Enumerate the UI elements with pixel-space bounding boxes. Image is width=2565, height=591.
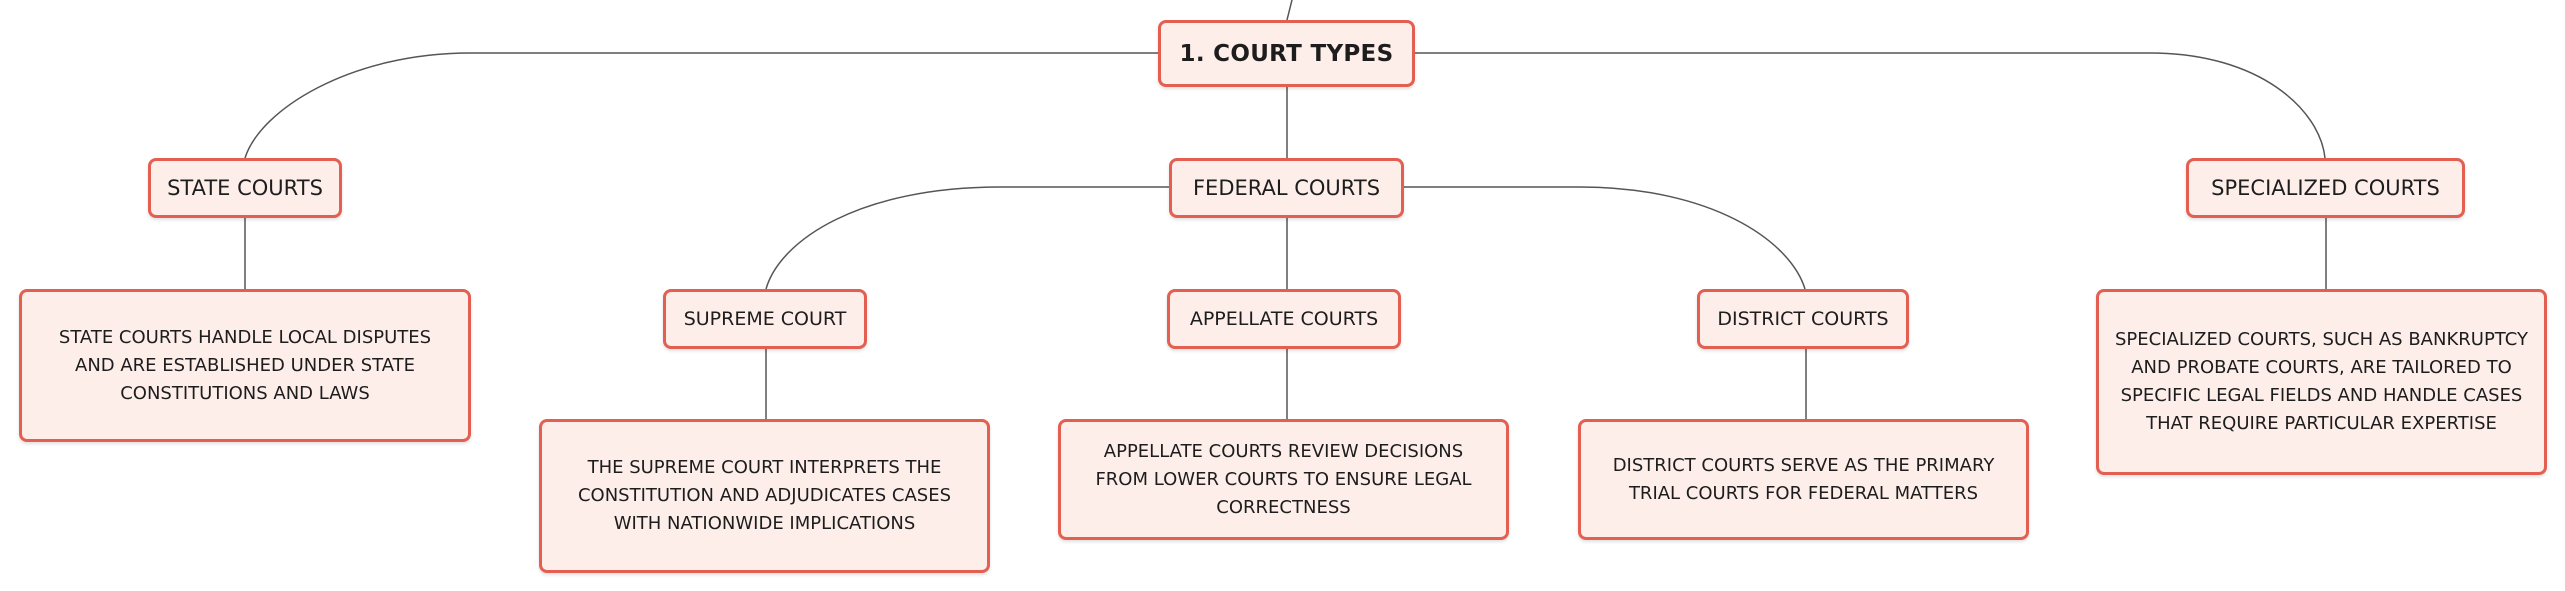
district-courts-description-node[interactable]: DISTRICT COURTS SERVE AS THE PRIMARY TRI… (1578, 419, 2029, 540)
connector-federal-to-supreme (765, 186, 1170, 290)
connector-federal-to-district (1403, 186, 1806, 290)
state-courts-description: STATE COURTS HANDLE LOCAL DISPUTES AND A… (58, 326, 432, 404)
appellate-courts-label: APPELLATE COURTS (1189, 308, 1379, 330)
root-node[interactable]: 1. COURT TYPES (1158, 20, 1415, 87)
appellate-courts-node[interactable]: APPELLATE COURTS (1167, 289, 1401, 349)
district-courts-label: DISTRICT COURTS (1717, 308, 1889, 330)
specialized-courts-description: SPECIALIZED COURTS, SUCH AS BANKRUPTCY A… (2115, 329, 2528, 434)
supreme-court-description: THE SUPREME COURT INTERPRETS THE CONSTIT… (577, 457, 952, 534)
connector-root-to-state (244, 52, 1160, 159)
federal-courts-label: FEDERAL COURTS (1192, 176, 1381, 200)
supreme-court-label: SUPREME COURT (683, 308, 847, 330)
connector-root-to-specialized (1414, 52, 2326, 159)
specialized-courts-label: SPECIALIZED COURTS (2211, 176, 2440, 200)
appellate-courts-description-node[interactable]: APPELLATE COURTS REVIEW DECISIONS FROM L… (1058, 419, 1509, 540)
state-courts-label: STATE COURTS (167, 176, 323, 200)
district-courts-description: DISTRICT COURTS SERVE AS THE PRIMARY TRI… (1612, 454, 1995, 504)
supreme-court-node[interactable]: SUPREME COURT (663, 289, 867, 349)
root-node-label: 1. COURT TYPES (1179, 40, 1394, 67)
appellate-courts-description: APPELLATE COURTS REVIEW DECISIONS FROM L… (1095, 440, 1472, 518)
specialized-courts-node[interactable]: SPECIALIZED COURTS (2186, 158, 2465, 218)
district-courts-node[interactable]: DISTRICT COURTS (1697, 289, 1909, 349)
federal-courts-node[interactable]: FEDERAL COURTS (1169, 158, 1404, 218)
state-courts-description-node[interactable]: STATE COURTS HANDLE LOCAL DISPUTES AND A… (19, 289, 471, 442)
state-courts-node[interactable]: STATE COURTS (148, 158, 342, 218)
supreme-court-description-node[interactable]: THE SUPREME COURT INTERPRETS THE CONSTIT… (539, 419, 990, 573)
connector-parent-to-root (1286, 0, 1293, 21)
specialized-courts-description-node[interactable]: SPECIALIZED COURTS, SUCH AS BANKRUPTCY A… (2096, 289, 2547, 475)
